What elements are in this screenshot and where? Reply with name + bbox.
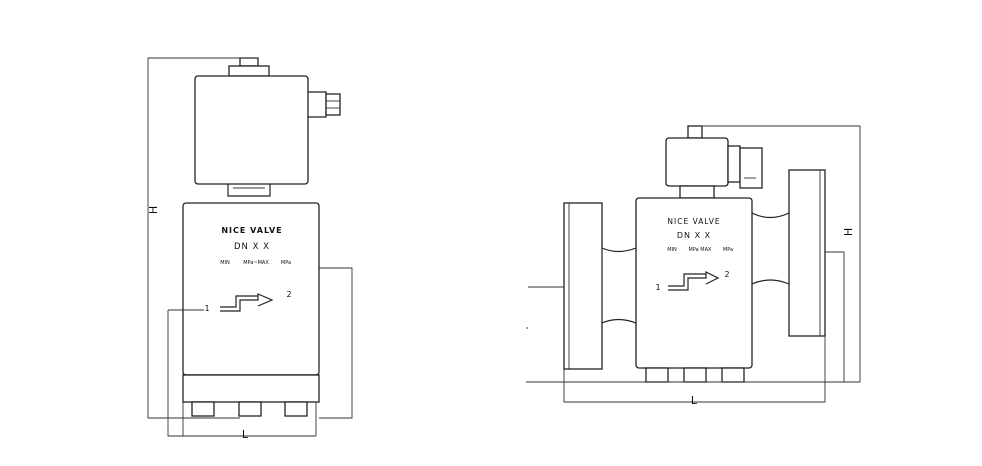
right-coil-top-nub (687, 125, 703, 139)
right-right-flange (788, 169, 826, 337)
right-title: NICE VALVE (667, 217, 720, 226)
left-size: DN X X (234, 242, 270, 252)
left-coil-top-nub (239, 57, 259, 67)
left-valve-view: NICE VALVE DN X X MIN MPa~MAX MPa 1 2 H … (147, 57, 353, 441)
right-pressure-unit-2: MPa (723, 247, 733, 253)
left-pressure-unit-1: MPa~MAX (243, 260, 269, 266)
left-height-dim-line (147, 58, 240, 419)
right-neck (679, 185, 715, 199)
right-left-pipe (601, 247, 637, 324)
right-pressure-min: MIN (667, 247, 677, 253)
left-coil-connector (308, 91, 327, 118)
left-coil-terminal (325, 93, 341, 116)
left-valve-base (182, 374, 320, 403)
left-bottom-port-1 (191, 401, 215, 417)
right-right-pipe (751, 212, 790, 285)
right-bottom-port-1 (645, 367, 669, 383)
right-bottom-port-2 (683, 367, 707, 383)
right-port-in-label: 1 (655, 283, 660, 292)
left-flow-arrow (220, 293, 274, 312)
left-bottom-port-2 (238, 401, 262, 417)
right-height-label: H (842, 228, 855, 236)
left-coil-cap (228, 65, 270, 77)
left-pressure-min: MIN (220, 260, 230, 266)
right-coil-connector (727, 145, 741, 183)
left-coil-body (194, 75, 309, 185)
right-bottom-port-3 (721, 367, 745, 383)
right-coil-terminal (739, 147, 763, 189)
right-length-dim-line (563, 336, 826, 403)
right-flow-arrow (668, 271, 720, 291)
left-bottom-port-3 (284, 401, 308, 417)
left-port-out-label: 2 (286, 290, 291, 299)
right-left-flange (563, 202, 603, 370)
right-length-label: L (691, 394, 698, 407)
left-length-dim-line (167, 310, 316, 437)
left-pressure-unit-2: MPa (281, 260, 291, 266)
left-height-label: H (147, 206, 160, 214)
left-port-in-label: 1 (204, 304, 209, 313)
right-size: DN X X (677, 231, 711, 240)
left-neck (227, 184, 271, 197)
left-title: NICE VALVE (221, 226, 282, 235)
right-height-dim-line (526, 125, 861, 383)
right-pressure-unit-1: MPa MAX (689, 247, 712, 253)
right-port-out-label: 2 (724, 270, 729, 279)
right-coil-body (665, 137, 729, 187)
right-valve-view: NICE VALVE DN X X MIN MPa MAX MPa 1 2 H … (526, 125, 861, 407)
left-length-label: L (242, 428, 249, 441)
